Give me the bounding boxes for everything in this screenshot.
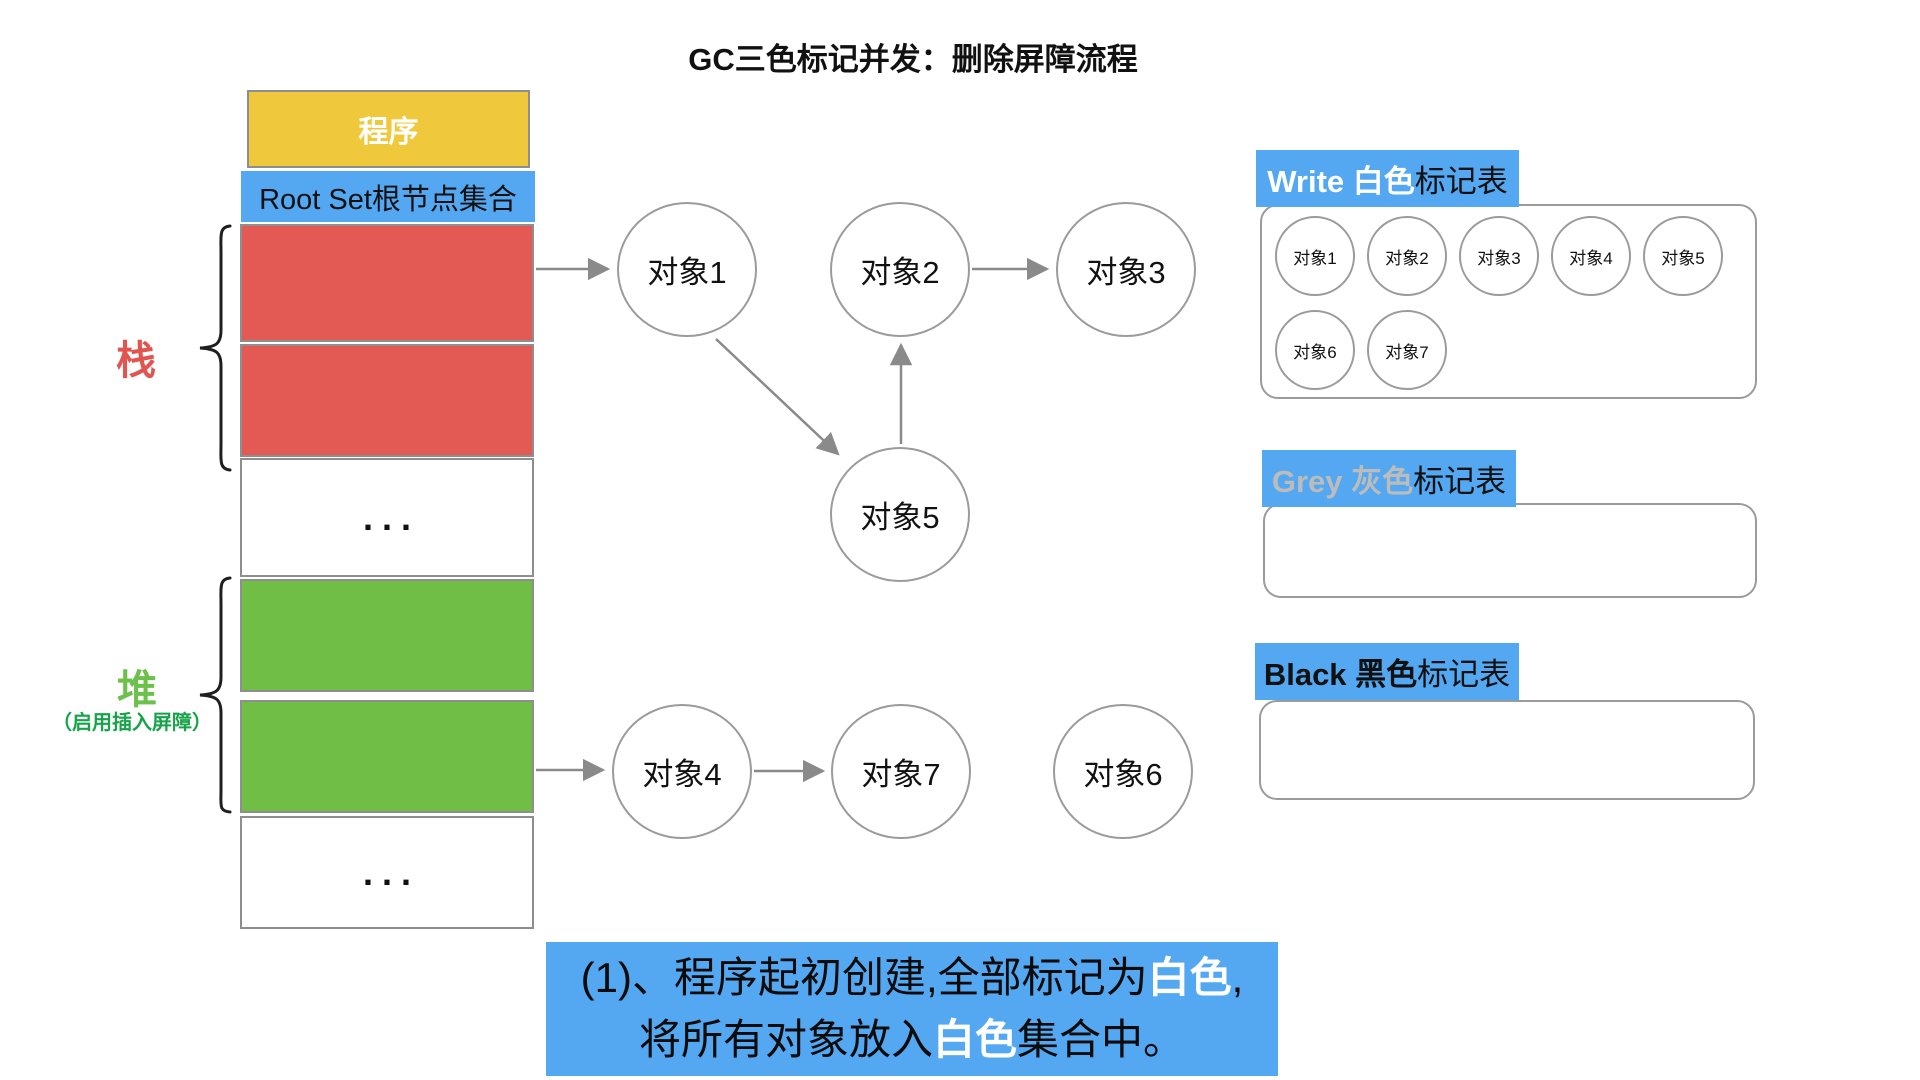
white-table-item: 对象1: [1275, 216, 1355, 296]
node-label: 对象3: [1086, 255, 1166, 290]
node-obj6: 对象6: [1053, 704, 1193, 839]
white-item-label: 对象7: [1385, 342, 1429, 362]
node-label: 对象2: [860, 255, 940, 290]
program-label: 程序: [358, 116, 419, 149]
node-obj4: 对象4: [612, 704, 752, 839]
arrow-obj1-to-obj5: [715, 338, 840, 456]
caption-line-1: (1)、程序起初创建,全部标记为白色,: [581, 947, 1244, 1009]
white-table-item: 对象4: [1551, 216, 1631, 296]
black-table-title: Black 黑色标记表: [1255, 643, 1519, 700]
heap-region-label: 堆: [117, 668, 157, 712]
white-item-label: 对象4: [1569, 248, 1613, 268]
caption-text: 将所有对象放入: [638, 1016, 933, 1063]
white-table-item: 对象7: [1367, 310, 1447, 390]
grey-table-box: [1263, 503, 1757, 598]
grey-table-title-strong: Grey 灰色: [1271, 464, 1414, 499]
white-table-item: 对象6: [1275, 310, 1355, 390]
black-table-title-rest: 标记表: [1417, 657, 1511, 692]
grey-table-title-rest: 标记表: [1413, 464, 1507, 499]
white-item-label: 对象3: [1477, 248, 1521, 268]
black-table-box: [1259, 700, 1755, 800]
node-obj3: 对象3: [1056, 202, 1196, 337]
caption-text: 集合中。: [1017, 1016, 1186, 1063]
caption-text: ,: [1231, 954, 1244, 1001]
node-obj2: 对象2: [830, 202, 970, 337]
page-title: GC三色标记并发：删除屏障流程: [688, 42, 1138, 77]
caption-highlight: 白色: [1147, 954, 1232, 1001]
root-set-bar: Root Set根节点集合: [241, 171, 535, 222]
white-table-item: 对象2: [1367, 216, 1447, 296]
node-obj7: 对象7: [831, 704, 971, 839]
stack-slot-2: [240, 344, 534, 457]
stack-slot-1: [240, 224, 534, 342]
node-label: 对象6: [1083, 757, 1163, 792]
white-table-title-rest: 标记表: [1414, 164, 1508, 199]
heap-slot-2: [240, 700, 534, 813]
node-label: 对象7: [861, 757, 941, 792]
caption-highlight: 白色: [932, 1016, 1017, 1063]
heap-barrier-note: （启用插入屏障）: [52, 712, 212, 734]
white-table-title-strong: Write 白色: [1267, 164, 1415, 199]
node-obj1: 对象1: [617, 202, 757, 337]
program-box: 程序: [247, 90, 530, 168]
heap-slot-1: [240, 579, 534, 692]
stack-brace: [199, 224, 232, 472]
white-table-title: Write 白色标记表: [1256, 150, 1519, 207]
stack-ellipsis-box: ...: [240, 458, 534, 577]
ellipsis-text: ...: [362, 851, 420, 893]
white-item-label: 对象5: [1661, 248, 1705, 268]
caption-line-2: 将所有对象放入白色集合中。: [639, 1009, 1185, 1071]
stack-region-label: 栈: [116, 339, 156, 383]
node-label: 对象1: [647, 255, 727, 290]
white-table-item: 对象3: [1459, 216, 1539, 296]
node-obj5: 对象5: [830, 447, 970, 582]
white-item-label: 对象1: [1293, 248, 1337, 268]
node-label: 对象5: [860, 500, 940, 535]
white-item-label: 对象6: [1293, 342, 1337, 362]
black-table-title-strong: Black 黑色: [1263, 657, 1418, 692]
heap-ellipsis-box: ...: [240, 816, 534, 929]
ellipsis-text: ...: [362, 496, 420, 538]
white-table-item: 对象5: [1643, 216, 1723, 296]
grey-table-title: Grey 灰色标记表: [1262, 450, 1516, 507]
step-caption: (1)、程序起初创建,全部标记为白色, 将所有对象放入白色集合中。: [546, 942, 1278, 1076]
root-set-label: Root Set根节点集合: [259, 183, 517, 216]
caption-text: (1)、程序起初创建,全部标记为: [580, 954, 1148, 1001]
white-item-label: 对象2: [1385, 248, 1429, 268]
node-label: 对象4: [642, 757, 722, 792]
heap-brace: [199, 576, 232, 814]
